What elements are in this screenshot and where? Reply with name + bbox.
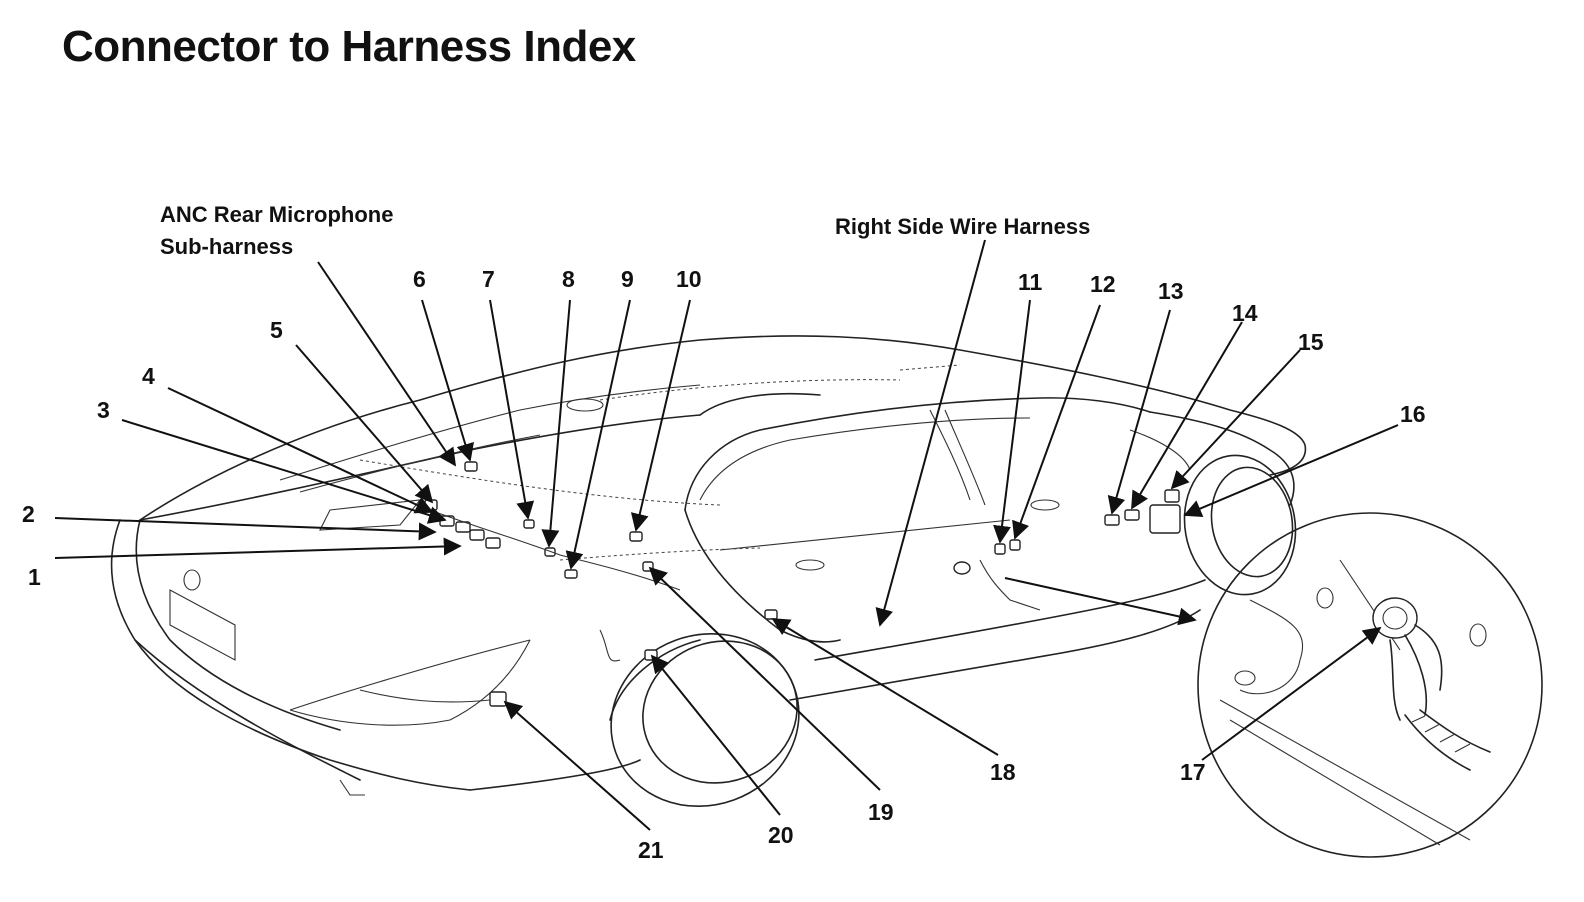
right-side-harness-label: Right Side Wire Harness [835, 214, 1090, 239]
callout-15: 15 [1298, 329, 1324, 355]
callout-2: 2 [22, 501, 35, 527]
detail-inset-17 [1197, 512, 1543, 858]
callout-16: 16 [1400, 401, 1426, 427]
callout-1: 1 [28, 564, 41, 590]
callout-5: 5 [270, 317, 283, 343]
callout-4: 4 [142, 363, 155, 389]
anc-harness-label-line2: Sub-harness [160, 234, 293, 259]
leader-lines [54, 239, 1399, 831]
callout-7: 7 [482, 266, 495, 292]
callout-17: 17 [1180, 759, 1206, 785]
callout-13: 13 [1158, 278, 1184, 304]
callout-3: 3 [97, 397, 110, 423]
anc-harness-label-line1: ANC Rear Microphone [160, 202, 393, 227]
callout-11: 11 [1018, 269, 1043, 295]
rear-wheel [609, 632, 800, 808]
callout-19: 19 [868, 799, 894, 825]
callout-20: 20 [768, 822, 794, 848]
callout-6: 6 [413, 266, 426, 292]
callout-12: 12 [1090, 271, 1116, 297]
callout-9: 9 [621, 266, 634, 292]
connector-glyphs [359, 461, 1181, 707]
callout-10: 10 [676, 266, 702, 292]
callout-8: 8 [562, 266, 575, 292]
page-title: Connector to Harness Index [62, 22, 636, 71]
front-wheel [1183, 454, 1297, 596]
callout-18: 18 [990, 759, 1016, 785]
callout-21: 21 [638, 837, 664, 863]
callout-14: 14 [1232, 300, 1258, 326]
